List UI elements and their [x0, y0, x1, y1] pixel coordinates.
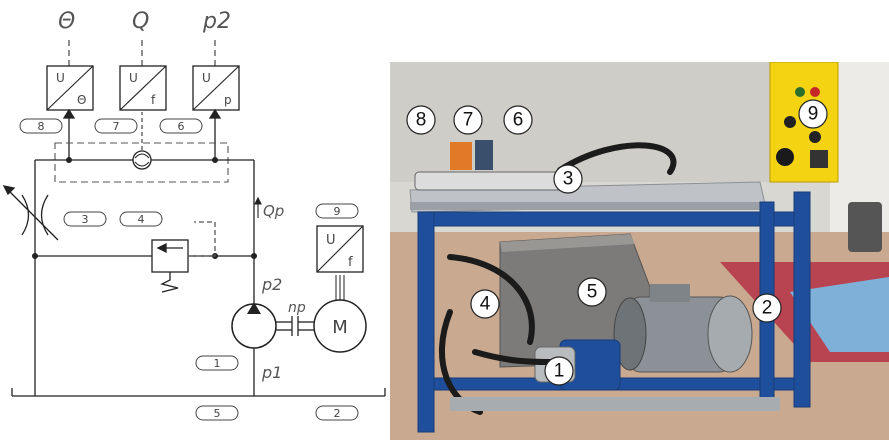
number-tag: 7 — [94, 118, 138, 134]
number-tag: 1 — [195, 355, 239, 371]
svg-text:1: 1 — [214, 357, 221, 370]
pressure-transducer: U p — [192, 65, 240, 111]
relief-valve-symbol — [151, 221, 216, 293]
flow-transducer: U f — [119, 65, 167, 111]
svg-text:5: 5 — [587, 282, 598, 303]
transducer-top-label: U — [202, 71, 211, 85]
svg-text:5: 5 — [214, 407, 221, 420]
svg-text:8: 8 — [38, 120, 45, 133]
outlet-pressure-label: p2 — [261, 275, 282, 294]
svg-text:6: 6 — [178, 120, 185, 133]
transducer-top-label: U — [56, 71, 65, 85]
svg-text:4: 4 — [138, 213, 145, 226]
flow-rate-label: Qp — [263, 202, 284, 220]
svg-text:7: 7 — [463, 110, 474, 131]
speed-label: np — [288, 300, 306, 316]
callout-1: 1 — [544, 356, 574, 386]
throttle-valve-symbol — [2, 185, 59, 241]
callout-3: 3 — [553, 164, 583, 194]
callout-7: 7 — [453, 105, 483, 135]
svg-text:4: 4 — [480, 294, 491, 315]
svg-text:8: 8 — [416, 110, 427, 131]
svg-text:M: M — [332, 317, 348, 338]
svg-text:2: 2 — [762, 298, 773, 319]
svg-text:7: 7 — [113, 120, 120, 133]
flow-meter-symbol — [132, 150, 152, 170]
number-tag: 4 — [119, 211, 163, 227]
flow-symbol: Q — [132, 9, 149, 34]
svg-text:f: f — [348, 255, 353, 270]
pressure-symbol: p2 — [202, 9, 231, 34]
number-tag: 8 — [19, 118, 63, 134]
test-rig-photo: 8 7 6 3 9 5 2 4 1 — [390, 62, 889, 440]
temperature-transducer: U Θ — [46, 65, 94, 111]
number-tag: 9 — [315, 203, 359, 219]
frequency-converter-symbol: U f — [316, 225, 364, 273]
svg-text:U: U — [326, 233, 336, 248]
callout-4: 4 — [470, 289, 500, 319]
number-tag: 6 — [159, 118, 203, 134]
svg-text:6: 6 — [513, 110, 524, 131]
svg-text:1: 1 — [554, 361, 565, 382]
inlet-pressure-label: p1 — [261, 363, 282, 382]
svg-text:2: 2 — [334, 407, 341, 420]
number-tag: 2 — [315, 405, 359, 421]
number-tag: 3 — [63, 211, 107, 227]
svg-text:9: 9 — [334, 205, 341, 218]
callout-2: 2 — [752, 293, 782, 323]
temperature-symbol: Θ — [58, 9, 75, 34]
svg-text:3: 3 — [82, 213, 89, 226]
transducer-top-label: U — [129, 71, 138, 85]
electric-motor — [613, 284, 753, 373]
svg-text:9: 9 — [808, 104, 819, 125]
transducer-bottom-label: Θ — [77, 93, 86, 107]
pump-symbol — [231, 302, 277, 349]
callout-6: 6 — [503, 105, 533, 135]
motor-symbol: M — [313, 299, 367, 353]
svg-text:3: 3 — [563, 169, 574, 190]
number-tag: 5 — [195, 405, 239, 421]
callout-5: 5 — [577, 277, 607, 307]
transducer-bottom-label: f — [151, 93, 156, 107]
transducer-bottom-label: p — [224, 93, 232, 107]
hydraulic-schematic: U Θ U f U p Θ Q p2 8 7 6 — [2, 9, 386, 421]
callout-8: 8 — [406, 105, 436, 135]
callout-9: 9 — [798, 99, 828, 129]
